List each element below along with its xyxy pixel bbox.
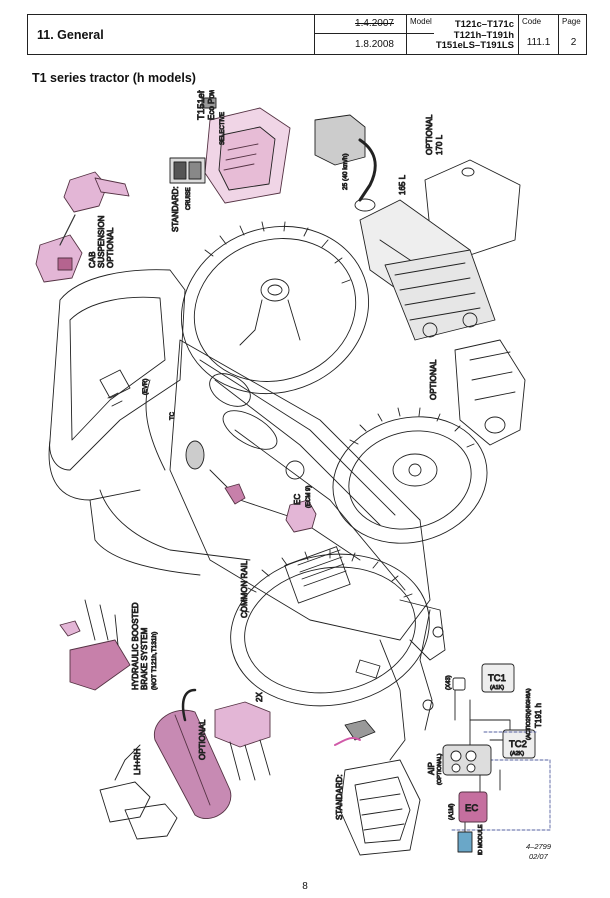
page-label: Page: [562, 17, 581, 26]
label-optional-170: OPTIONAL: [425, 114, 434, 155]
label-aip-optional: (OPTIONAL): [437, 753, 443, 785]
model-line-3: T151eLS–T191LS: [435, 40, 514, 51]
page-value: 2: [570, 37, 577, 48]
label-lh-rh: LH+RH: [133, 748, 142, 775]
model-cell: Model T121c–T171c T121h–T191h T151eLS–T1…: [406, 15, 518, 54]
model-line-2: T121h–T191h: [453, 29, 514, 41]
tc2-box: [502, 729, 536, 759]
code-cell: Code 111.1: [518, 15, 558, 54]
label-t151eh: T151eh: [196, 90, 207, 120]
label-optional-bottom: OPTIONAL: [198, 719, 207, 760]
label-t191h: T191 h: [534, 703, 543, 728]
label-40kmh: 25 (40 km/h): [342, 154, 349, 191]
date-new: 1.8.2008: [355, 39, 394, 50]
aip-panel: [442, 744, 492, 776]
label-evr: (EVR): [143, 379, 149, 395]
dates-cell: 1.4.2007 1.8.2008: [314, 15, 434, 54]
header-table: 11. General 1.4.2007 1.8.2008 Model T121…: [27, 14, 587, 55]
figure-reference: 4–2799: [526, 842, 552, 851]
standard-console: [334, 719, 421, 856]
label-hydraulic-2: BRAKE SYSTEM: [140, 627, 149, 690]
label-ec-box: EC: [465, 803, 478, 814]
date-old: 1.4.2007: [355, 18, 394, 29]
gearbox-40kmh: [314, 114, 377, 212]
label-optional-right: OPTIONAL: [429, 359, 438, 400]
label-common-rail: COMMON RAIL: [240, 560, 249, 618]
page-number: 8: [302, 881, 308, 892]
page-heading: T1 series tractor (h models): [32, 71, 196, 85]
label-165l: 165 L: [398, 174, 407, 195]
label-suspension: SUSPENSION: [97, 215, 106, 268]
tc1-box: [481, 663, 515, 693]
cab-outline: [48, 269, 251, 576]
label-aip: AIP: [427, 762, 436, 775]
label-ecm: (ECM 9): [306, 486, 312, 508]
rear-wheel-upper: [180, 221, 370, 395]
figure-date: 02/07: [529, 852, 548, 861]
hydraulic-valves: [214, 701, 271, 781]
model-label: Model: [410, 17, 432, 26]
label-a1m: (A1M): [449, 804, 455, 820]
cab-suspension-part: [35, 171, 130, 283]
chassis: [99, 278, 431, 641]
label-eco-power: Eco Power: [207, 90, 216, 120]
label-id-module: ID MODULE: [478, 824, 484, 855]
lh-rh-mirrors: [99, 744, 178, 840]
label-standard-bottom: STANDARD:: [335, 774, 344, 820]
label-tc: TC: [170, 411, 176, 420]
page-cell: Page 2: [558, 15, 588, 54]
optional-bracket: [454, 339, 526, 446]
label-ec: EC: [293, 494, 302, 505]
label-tc2: TC2: [509, 739, 527, 750]
exhaust-silencer: [153, 688, 232, 820]
label-standard-cruise: STANDARD:: [171, 186, 180, 232]
label-cruise: CRUISE: [186, 187, 192, 210]
cruise-switch: [169, 157, 206, 184]
label-tc1-sub: (A1K): [490, 685, 504, 691]
section-title: 11. General: [37, 28, 104, 42]
code-label: Code: [522, 17, 542, 26]
label-170l: 170 L: [435, 134, 444, 155]
label-2x: 2X: [255, 692, 264, 702]
hydraulic-brake-part: [59, 599, 131, 691]
label-cab: CAB: [88, 252, 97, 268]
front-hitch: [355, 599, 446, 761]
label-tc2-sub: (A2K): [510, 751, 524, 757]
id-module: [457, 831, 473, 853]
label-tc1: TC1: [488, 673, 506, 684]
ec-box: [458, 791, 488, 823]
frame-section: [384, 249, 496, 341]
ec-unit: [224, 483, 317, 533]
model-line-1: T121c–T171c: [454, 19, 514, 30]
tractor-exploded-drawing: T151eh Eco Power SELECTIVE STANDARD: CRU…: [35, 90, 551, 856]
label-suspension-optional: OPTIONAL: [106, 227, 115, 268]
label-hydraulic-3: (NOT T121h,T131h): [151, 632, 158, 690]
label-hydraulic-1: HYDRAULIC BOOSTED: [131, 602, 140, 690]
code-value: 111.1: [526, 37, 551, 48]
label-selective: SELECTIVE: [220, 112, 226, 145]
x43-connector: [452, 677, 466, 691]
label-x43: (X43): [446, 675, 452, 690]
front-wheel-right: [332, 407, 488, 544]
label-tc2-note: (ACTIO2R)(HIGH6A): [526, 688, 532, 740]
